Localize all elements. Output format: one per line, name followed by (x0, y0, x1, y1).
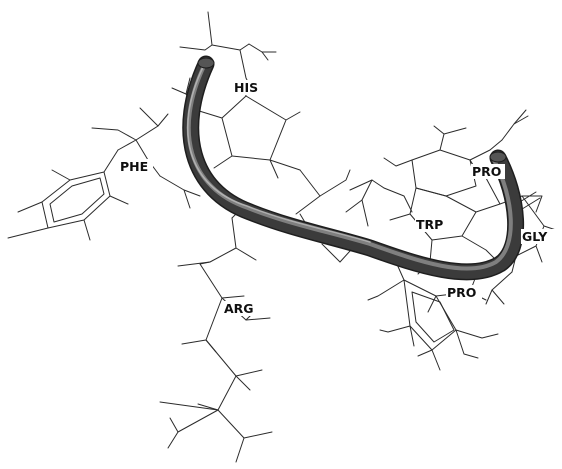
residue-label-trp[interactable]: TRP (416, 217, 443, 232)
residue-label-gly[interactable]: GLY (522, 229, 548, 244)
residue-label-his[interactable]: HIS (234, 80, 258, 95)
backbone-tube[interactable] (182, 55, 525, 281)
residue-label-pro-bottom[interactable]: PRO (447, 285, 476, 300)
label-backdrop (446, 285, 482, 300)
label-backdrop (223, 301, 259, 316)
label-backdrop (233, 80, 263, 95)
label-backdrop (119, 159, 153, 174)
residue-labels: HIS PHE PRO TRP GLY PRO ARG (119, 80, 557, 316)
tube-start-cap (197, 57, 215, 69)
residue-label-pro-top[interactable]: PRO (472, 164, 501, 179)
residue-label-phe[interactable]: PHE (120, 159, 148, 174)
wireframe-bonds (7, 11, 557, 463)
arg-sidechain (159, 205, 273, 463)
label-backdrop (471, 164, 505, 179)
residue-label-arg[interactable]: ARG (224, 301, 254, 316)
label-backdrop (415, 217, 449, 232)
phe-sidechain (7, 107, 201, 241)
label-backdrop (521, 229, 557, 244)
tube-end-cap (489, 151, 507, 163)
